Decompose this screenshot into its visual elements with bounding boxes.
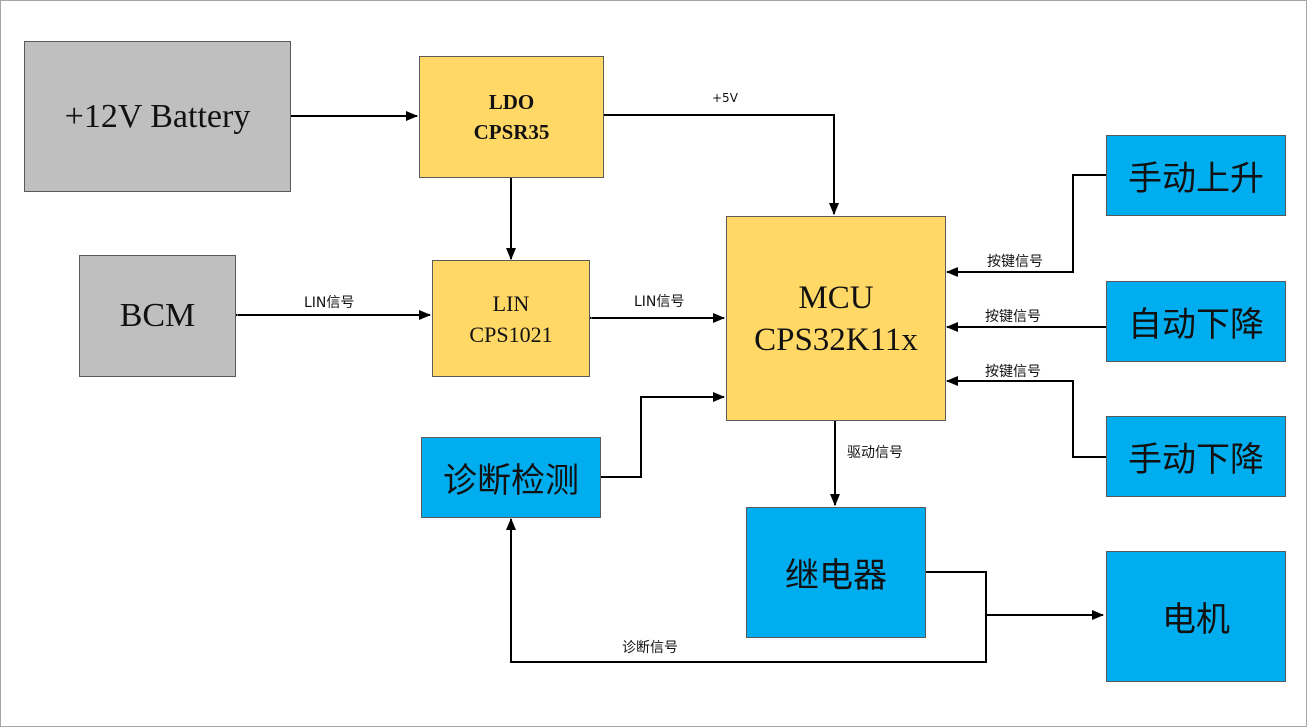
key-signal-label-2: 按键信号 [985, 309, 1041, 325]
motor-block: 电机 [1106, 551, 1286, 682]
plus5v-label: +5V [712, 91, 738, 105]
auto-down-block: 自动下降 [1106, 281, 1286, 362]
mcu-label: MCU [798, 279, 874, 316]
key-signal-label-1: 按键信号 [987, 254, 1043, 270]
manual-up-label: 手动上升 [1128, 159, 1264, 199]
lin-signal-mcu-label: LIN信号 [634, 294, 685, 310]
battery-block: +12V Battery [24, 41, 291, 192]
drive-signal-label: 驱动信号 [847, 445, 903, 461]
ldo-part-label: CPSR35 [473, 120, 550, 144]
battery-label: +12V Battery [64, 97, 251, 135]
lin-label: LIN [492, 290, 530, 316]
wire-relay-to-motor [926, 571, 1104, 620]
lin-block: LIN CPS1021 [432, 260, 590, 377]
lin-signal-bcm-label: LIN信号 [304, 295, 355, 311]
relay-block: 继电器 [746, 507, 926, 638]
relay-label: 继电器 [785, 556, 887, 596]
diag-signal-label: 诊断信号 [622, 640, 678, 656]
wire-manual-up-to-mcu [946, 174, 1106, 277]
bcm-block: BCM [79, 255, 236, 377]
manual-up-block: 手动上升 [1106, 135, 1286, 216]
manual-down-block: 手动下降 [1106, 416, 1286, 497]
wire-diag-feedback [506, 518, 987, 663]
ldo-block: LDO CPSR35 [419, 56, 604, 178]
wire-manual-down-to-mcu [946, 376, 1106, 458]
diagnostics-label: 诊断检测 [443, 461, 579, 501]
key-signal-label-3: 按键信号 [985, 364, 1041, 380]
diagnostics-block: 诊断检测 [421, 437, 601, 518]
mcu-block: MCU CPS32K11x [726, 216, 946, 421]
mcu-part-label: CPS32K11x [754, 321, 918, 358]
lin-part-label: CPS1021 [469, 321, 553, 347]
auto-down-label: 自动下降 [1128, 305, 1264, 345]
motor-label: 电机 [1162, 600, 1230, 640]
wire-diagnostics-to-mcu [601, 392, 725, 478]
ldo-label: LDO [488, 90, 535, 114]
bcm-label: BCM [119, 297, 196, 334]
manual-down-label: 手动下降 [1128, 440, 1264, 480]
wire-ldo-to-mcu-5v [604, 114, 839, 215]
